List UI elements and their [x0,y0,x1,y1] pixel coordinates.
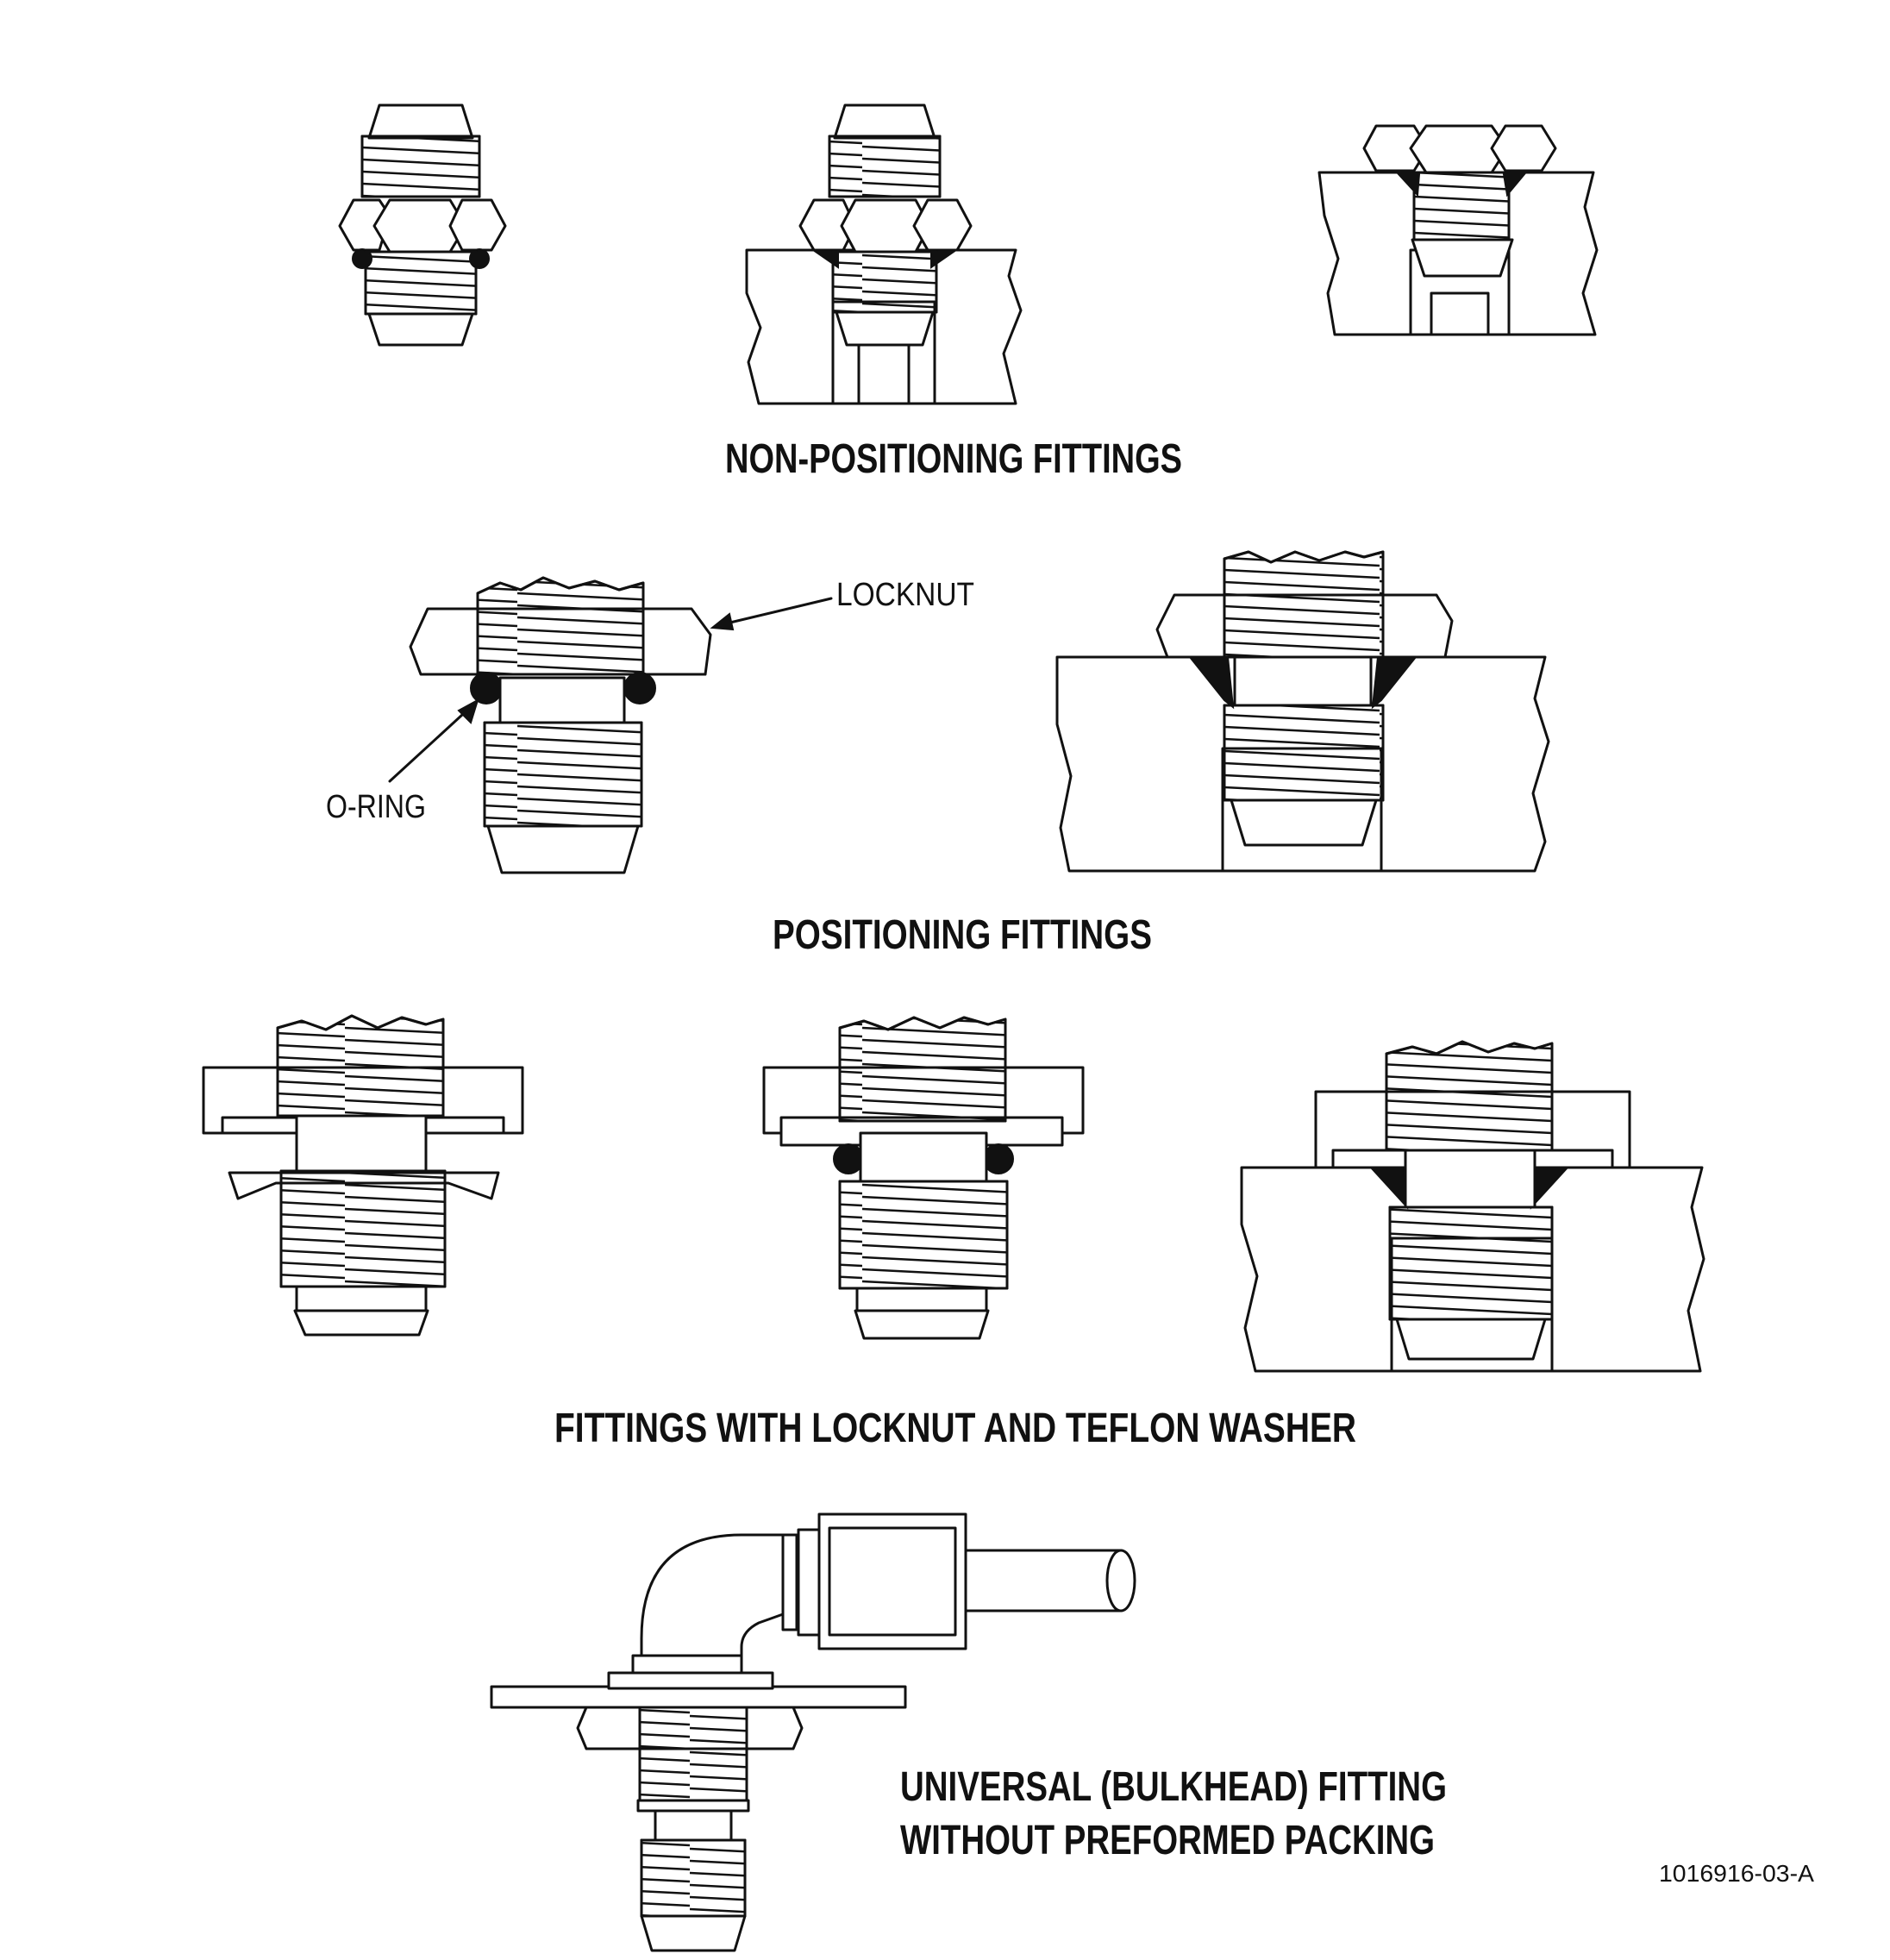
universal-bulkhead-fitting [490,1512,1136,1952]
positioning-fitting-2 [1055,550,1550,873]
label-o-ring: O-RING [326,789,426,825]
locknut-teflon-fitting-2 [762,1016,1085,1340]
non-positioning-fitting-1 [338,103,507,347]
caption-non-positioning: NON-POSITIONING FITTINGS [725,436,1182,482]
positioning-fitting-1 [409,576,712,874]
label-locknut: LOCKNUT [836,577,974,613]
o-ring-leader [388,704,474,783]
figure-id: 1016916-03-A [1659,1860,1814,1887]
locknut-teflon-fitting-3 [1240,1040,1705,1373]
locknut-leader [714,597,833,628]
caption-universal-line1: UNIVERSAL (BULKHEAD) FITTING [900,1764,1447,1810]
caption-universal-line2: WITHOUT PREFORMED PACKING [900,1818,1435,1863]
caption-positioning: POSITIONING FITTINGS [773,912,1152,958]
non-positioning-fitting-3 [1317,124,1599,336]
caption-locknut-teflon: FITTINGS WITH LOCKNUT AND TEFLON WASHER [554,1406,1356,1451]
non-positioning-fitting-2 [745,103,1023,405]
locknut-teflon-fitting-1 [202,1014,524,1337]
